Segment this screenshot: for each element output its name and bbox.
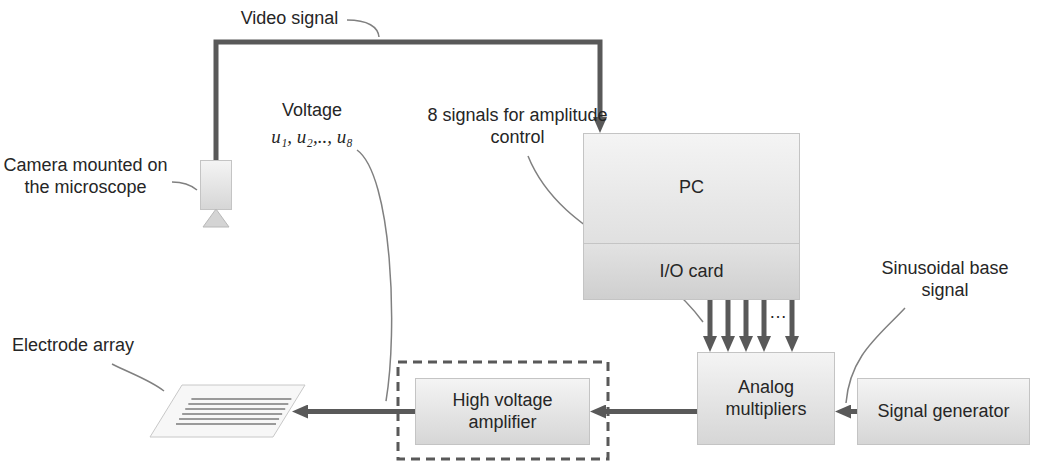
connector-path (762, 300, 767, 340)
node-label: Camera mounted on the microscope (3, 155, 168, 198)
electrode-strip (182, 413, 282, 415)
node-label: Electrode array (8, 335, 138, 357)
connector-path (744, 300, 749, 340)
connector-path (790, 300, 795, 340)
ellipsis-mark: … (768, 302, 788, 324)
leader-line (347, 20, 379, 37)
voltage-label: Voltage (262, 100, 362, 122)
signal-arrow (304, 411, 415, 412)
signal-arrow (602, 411, 697, 412)
connector-path (602, 409, 697, 414)
leader-line (112, 364, 164, 391)
signal-arrow (847, 411, 857, 412)
connector-path (304, 409, 415, 414)
electrode-plate (150, 385, 305, 437)
node-label: Analog multipliers (698, 377, 834, 420)
voltage-symbols: u₁, u₂,.., u₈ (247, 126, 377, 149)
connector-path (708, 300, 713, 340)
amplifier-box: High voltage amplifier (415, 378, 590, 445)
camera: Camera mounted on the microscope (200, 160, 232, 210)
connector-path (847, 409, 857, 414)
leader-line (357, 150, 392, 401)
substrate (150, 385, 305, 437)
electrode-strip (185, 408, 285, 410)
io-card-panel: I/O card (583, 243, 800, 300)
node-label: High voltage amplifier (416, 390, 589, 433)
node-label: Signal generator (871, 401, 1015, 423)
electrode-strip (191, 398, 291, 400)
electrode-strip (176, 423, 276, 425)
electrode-strip (179, 418, 279, 420)
electrode-strip (188, 403, 288, 405)
leader-line (172, 182, 197, 190)
dashed-group-frame (398, 362, 608, 459)
electrode-array: Electrode array (150, 385, 305, 437)
signal-label: Video signal (232, 8, 347, 30)
camera-lens (200, 209, 232, 229)
multiplier-box: Analog multipliers (697, 352, 835, 445)
lens-triangle (203, 209, 229, 227)
node-label: I/O card (653, 261, 729, 283)
connector-path (726, 300, 731, 340)
generator-box: Signal generator (857, 378, 1030, 445)
computer-box: PC I/O card (583, 133, 800, 300)
signal-arrow (710, 300, 792, 340)
signal-label: 8 signals for amplitude control (425, 105, 610, 148)
signal-label: Sinusoidal base signal (870, 258, 1020, 301)
node-label: PC (673, 177, 710, 199)
